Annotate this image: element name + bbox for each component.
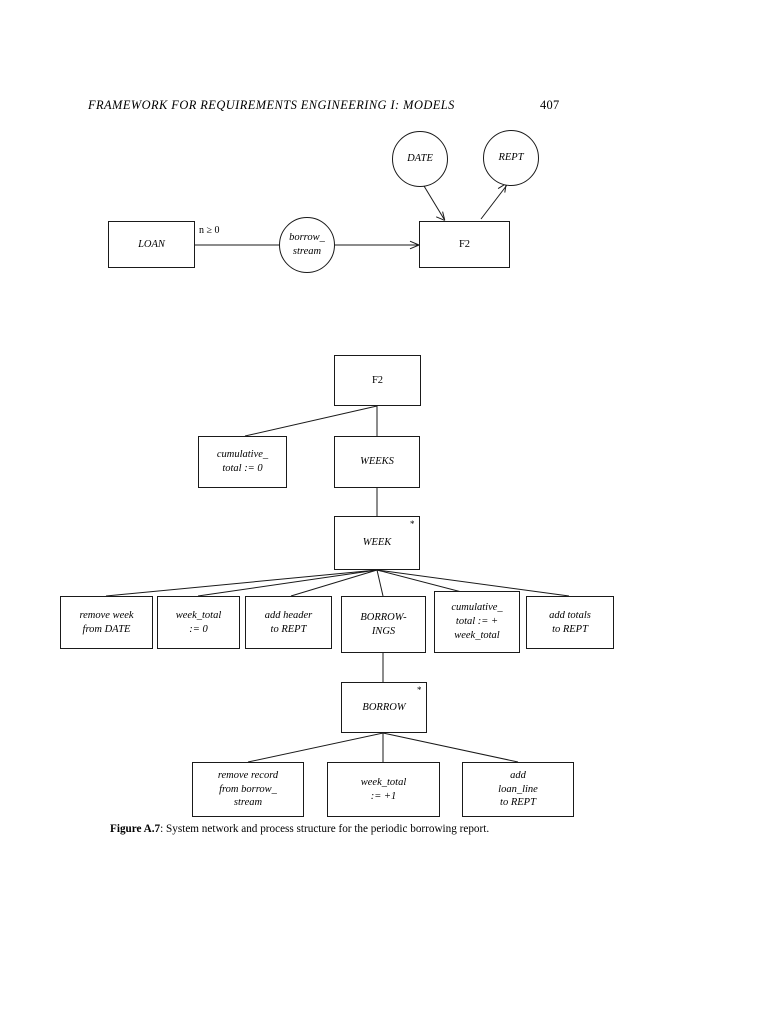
wk-child0-line1: remove week — [79, 609, 134, 621]
cumulative-init-line2: total := 0 — [222, 463, 263, 474]
wk-child2-line1: add header — [264, 609, 313, 621]
tree-node-borrowings-label: BORROW- INGS — [357, 611, 409, 639]
tree-node-borrow-label: BORROW — [362, 701, 406, 713]
wk-child3-line2: INGS — [371, 625, 396, 637]
node-borrow-stream-label: borrow_ stream — [289, 231, 325, 258]
borrow-stream-line2: stream — [292, 246, 322, 257]
node-date-label: DATE — [407, 153, 433, 165]
wk-child3-line1: BORROW- — [360, 611, 407, 623]
figure-caption-label: Figure A.7 — [110, 823, 161, 835]
br-child2-line2: loan_line — [498, 783, 538, 795]
tree-node-cumulative-total-init-label: cumulative_ total := 0 — [214, 448, 271, 476]
tree-node-week-label: WEEK — [362, 537, 392, 549]
tree-node-remove-week-from-date-label: remove week from DATE — [76, 609, 136, 637]
node-rept[interactable]: REPT — [483, 130, 539, 186]
tree-node-week-total-init[interactable]: week_total := 0 — [157, 596, 240, 649]
figure-caption-separator: : — [160, 823, 164, 835]
wk-child1-line1: week_total — [175, 609, 222, 621]
br-child0-line2: from borrow_ — [219, 783, 277, 795]
tree-node-cumulative-total-init[interactable]: cumulative_ total := 0 — [198, 436, 287, 488]
page-number: 407 — [540, 98, 560, 112]
tree-node-borrow[interactable]: BORROW — [341, 682, 427, 733]
tree-node-add-totals-to-rept[interactable]: add totals to REPT — [526, 596, 614, 649]
figure-caption: Figure A.7: System network and process s… — [110, 823, 670, 835]
node-rept-label: REPT — [498, 152, 524, 164]
wk-child4-line2: total := + — [455, 616, 499, 628]
week-iteration-marker: * — [410, 519, 415, 529]
tree-node-add-totals-to-rept-label: add totals to REPT — [546, 609, 594, 637]
tree-node-remove-week-from-date[interactable]: remove week from DATE — [60, 596, 153, 649]
tree-node-remove-record-from-borrow-stream[interactable]: remove record from borrow_ stream — [192, 762, 304, 817]
node-date[interactable]: DATE — [392, 131, 448, 187]
wk-child4-line3: week_total — [454, 629, 500, 641]
br-child1-line1: week_total — [360, 776, 407, 788]
figure-caption-text: System network and process structure for… — [166, 823, 490, 835]
tree-node-weeks-label: WEEKS — [360, 456, 394, 468]
wk-child5-line2: to REPT — [552, 623, 588, 635]
tree-node-add-loan-line-label: add loan_line to REPT — [495, 769, 541, 811]
tree-node-week-total-increment[interactable]: week_total := +1 — [327, 762, 440, 817]
tree-node-week-total-increment-label: week_total := +1 — [358, 776, 410, 804]
tree-node-add-header-to-rept-label: add header to REPT — [262, 609, 316, 637]
running-head-title: FRAMEWORK FOR REQUIREMENTS ENGINEERING I… — [88, 98, 455, 112]
wk-child4-line1: cumulative_ — [451, 602, 503, 614]
tree-node-f2-root[interactable]: F2 — [334, 355, 421, 406]
br-child0-line1: remove record — [217, 769, 279, 781]
wk-child0-line2: from DATE — [82, 623, 131, 635]
wk-child5-line1: add totals — [549, 609, 591, 621]
borrow-iteration-marker: * — [417, 685, 422, 695]
br-child2-line3: to REPT — [500, 797, 536, 809]
tree-node-weeks[interactable]: WEEKS — [334, 436, 420, 488]
node-loan-label: LOAN — [138, 238, 165, 250]
tree-node-cumulative-total-accumulate-label: cumulative_ total := + week_total — [448, 601, 505, 643]
br-child2-line1: add — [510, 769, 526, 781]
tree-node-week-total-init-label: week_total := 0 — [173, 609, 225, 637]
wk-child1-line2: := 0 — [189, 623, 208, 635]
tree-node-borrowings[interactable]: BORROW- INGS — [341, 596, 426, 653]
cumulative-init-line1: cumulative_ — [216, 449, 269, 461]
node-loan[interactable]: LOAN — [108, 221, 195, 268]
tree-node-remove-record-label: remove record from borrow_ stream — [215, 769, 281, 811]
node-borrow-stream[interactable]: borrow_ stream — [279, 217, 335, 273]
borrow-stream-line1: borrow_ — [289, 232, 325, 244]
tree-node-cumulative-total-accumulate[interactable]: cumulative_ total := + week_total — [434, 591, 520, 653]
node-f2-network[interactable]: F2 — [419, 221, 510, 268]
tree-node-f2-root-label: F2 — [371, 374, 384, 386]
br-child1-line2: := +1 — [370, 790, 397, 802]
edge-label-cardinality: n ≥ 0 — [199, 225, 220, 236]
wk-child2-line2: to REPT — [270, 623, 307, 635]
tree-node-add-header-to-rept[interactable]: add header to REPT — [245, 596, 332, 649]
br-child0-line3: stream — [233, 797, 263, 809]
node-f2-network-label: F2 — [458, 238, 471, 250]
tree-node-week[interactable]: WEEK — [334, 516, 420, 570]
tree-node-add-loan-line-to-rept[interactable]: add loan_line to REPT — [462, 762, 574, 817]
